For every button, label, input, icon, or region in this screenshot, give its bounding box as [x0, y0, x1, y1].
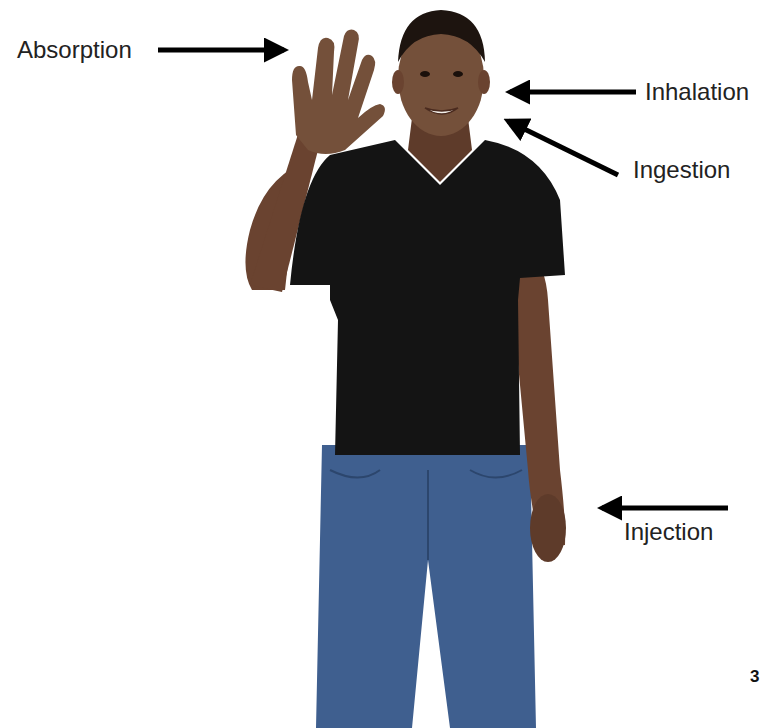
route-label: Absorption — [17, 38, 132, 62]
jeans — [316, 445, 536, 728]
leader-arrow — [158, 48, 284, 53]
route-label: Ingestion — [633, 158, 730, 182]
jeans-pockets — [330, 470, 522, 478]
ear — [478, 70, 490, 94]
eye — [453, 71, 463, 77]
route-label: Inhalation — [645, 80, 749, 104]
mouth — [425, 108, 458, 114]
raised-hand — [292, 30, 385, 154]
ear — [392, 70, 404, 94]
page-number: 3 — [750, 668, 759, 685]
hand — [530, 494, 566, 562]
hair — [398, 10, 485, 62]
eye — [420, 71, 430, 77]
leader-arrow — [510, 90, 636, 95]
t-shirt — [290, 140, 565, 455]
leader-arrow — [602, 506, 728, 511]
route-label: Injection — [624, 520, 713, 544]
leader-arrow — [508, 121, 618, 175]
jeans-seam — [427, 470, 429, 560]
